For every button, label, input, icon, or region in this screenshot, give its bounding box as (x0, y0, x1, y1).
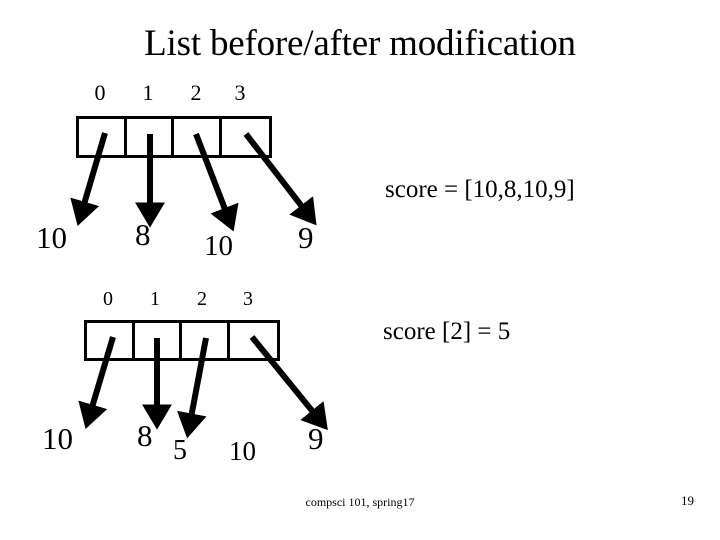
array-after-index-2: 2 (197, 288, 207, 310)
array-before-value-2: 10 (204, 230, 233, 262)
array-after-boxes (84, 320, 280, 361)
array-after-cell-0 (87, 323, 135, 358)
array-after-cell-3 (230, 323, 277, 358)
array-before-boxes (76, 116, 272, 158)
array-before-index-0: 0 (94, 80, 106, 105)
array-before-cell-0 (79, 119, 127, 155)
footer-course-label: compsci 101, spring17 (305, 495, 415, 509)
array-before-index-3: 3 (234, 80, 246, 105)
array-after-cell-1 (135, 323, 183, 358)
array-before-value-1: 8 (135, 217, 151, 252)
array-after-value-2: 5 (173, 435, 187, 466)
array-before-cell-1 (127, 119, 175, 155)
page-title: List before/after modification (144, 23, 576, 64)
array-after-value-3: 9 (308, 421, 324, 456)
array-after-value-0: 10 (42, 421, 73, 456)
array-before-cell-2 (174, 119, 222, 155)
array-before-cell-3 (222, 119, 269, 155)
array-after-index-3: 3 (243, 288, 253, 310)
array-before-value-3: 9 (298, 220, 314, 255)
footer-page-number: 19 (681, 493, 694, 508)
array-before-index-2: 2 (190, 80, 202, 105)
annotation-score-assignment: score [2] = 5 (383, 318, 511, 345)
array-after-value-1: 8 (137, 418, 153, 453)
array-after-replaced-value: 10 (229, 436, 256, 466)
array-before-index-1: 1 (142, 80, 154, 105)
array-after-index-0: 0 (103, 288, 113, 310)
array-before-value-0: 10 (36, 220, 67, 255)
array-after-index-1: 1 (150, 288, 160, 310)
annotation-score-literal: score = [10,8,10,9] (385, 176, 575, 203)
array-after-cell-2 (182, 323, 230, 358)
